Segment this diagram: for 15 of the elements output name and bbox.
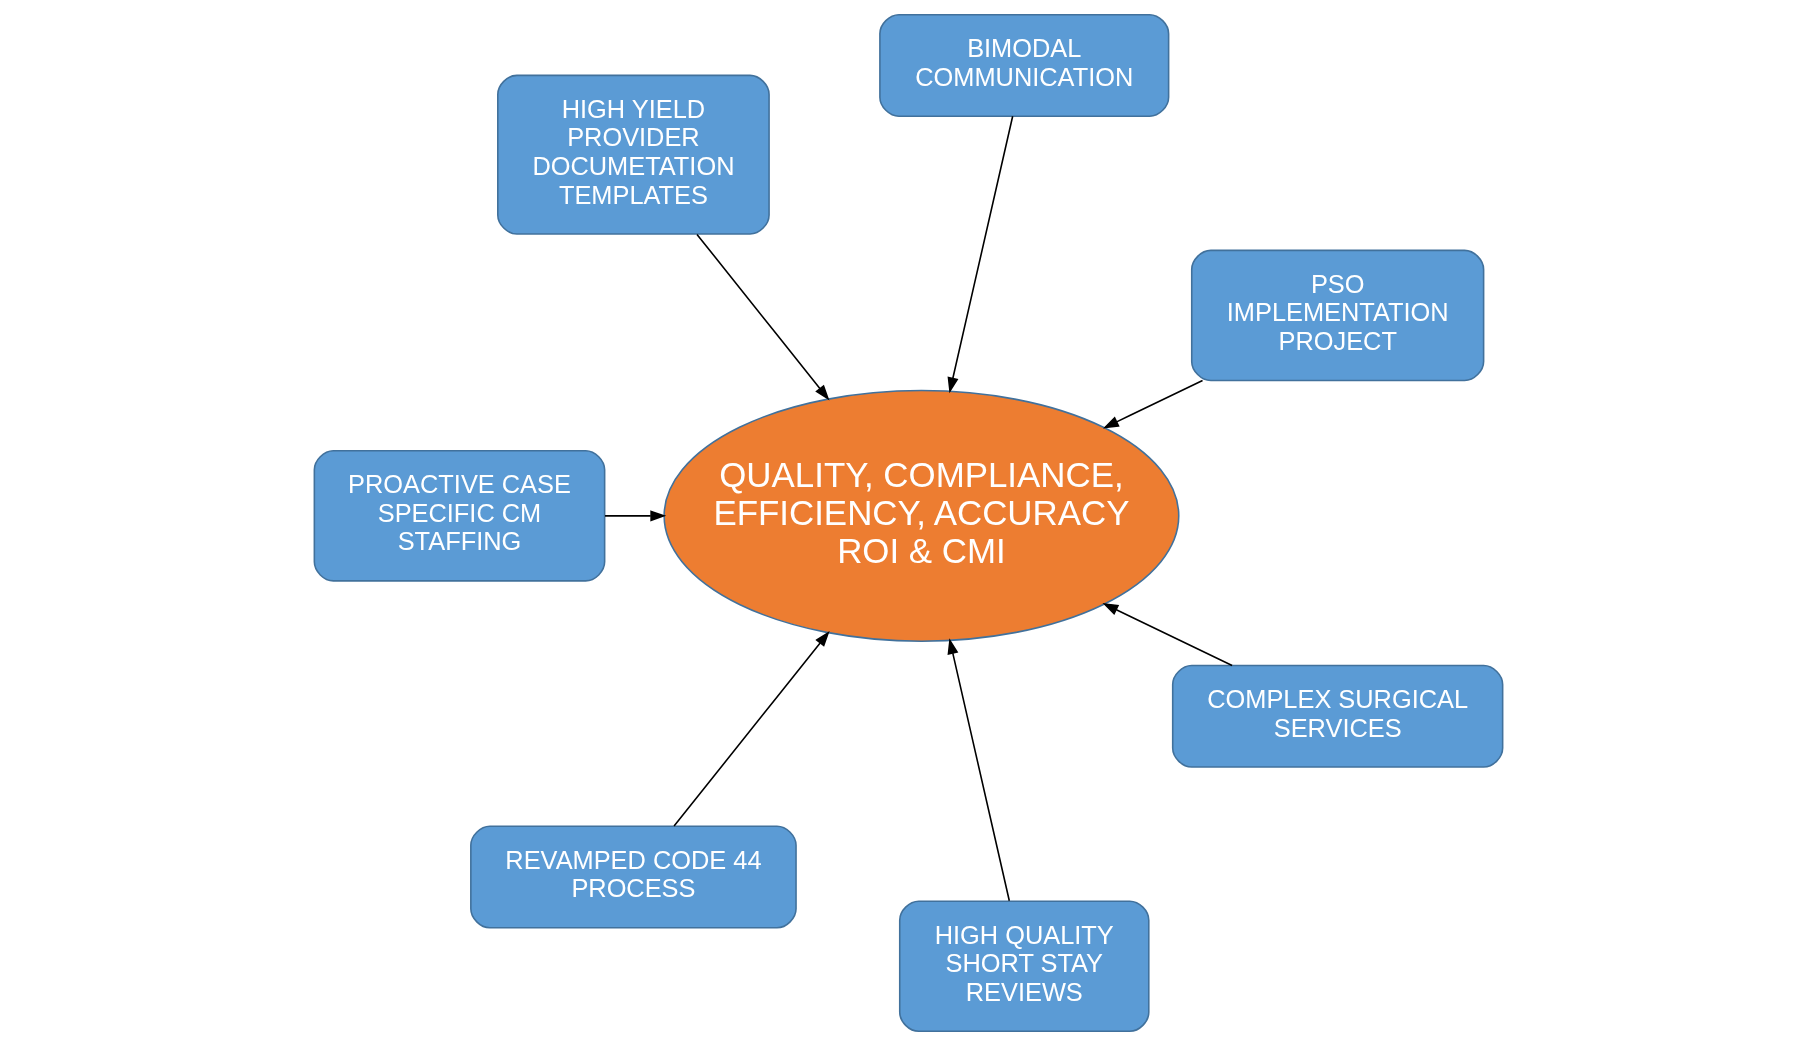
- node-box: PROACTIVE CASE SPECIFIC CM STAFFING: [313, 450, 605, 582]
- node-ellipse: QUALITY, COMPLIANCE, EFFICIENCY, ACCURACY ROI & CMI: [662, 389, 1180, 642]
- node-box: HIGH YIELD PROVIDER DOCUMETATION TEMPLATES: [496, 74, 770, 235]
- arrow: [1102, 379, 1203, 429]
- node-box: COMPLEX SURGICAL SERVICES: [1171, 664, 1503, 768]
- node-box: PSO IMPLEMENTATION PROJECT: [1190, 249, 1484, 382]
- arrow: [695, 233, 829, 401]
- node-box: REVAMPED CODE 44 PROCESS: [469, 825, 797, 929]
- arrow: [947, 638, 1010, 902]
- arrow: [1101, 603, 1233, 667]
- node-box: HIGH QUALITY SHORT STAY REVIEWS: [898, 900, 1150, 1033]
- arrow: [947, 115, 1013, 394]
- arrow: [672, 630, 830, 827]
- arrow: [603, 510, 666, 522]
- node-box: BIMODAL COMMUNICATION: [878, 13, 1169, 118]
